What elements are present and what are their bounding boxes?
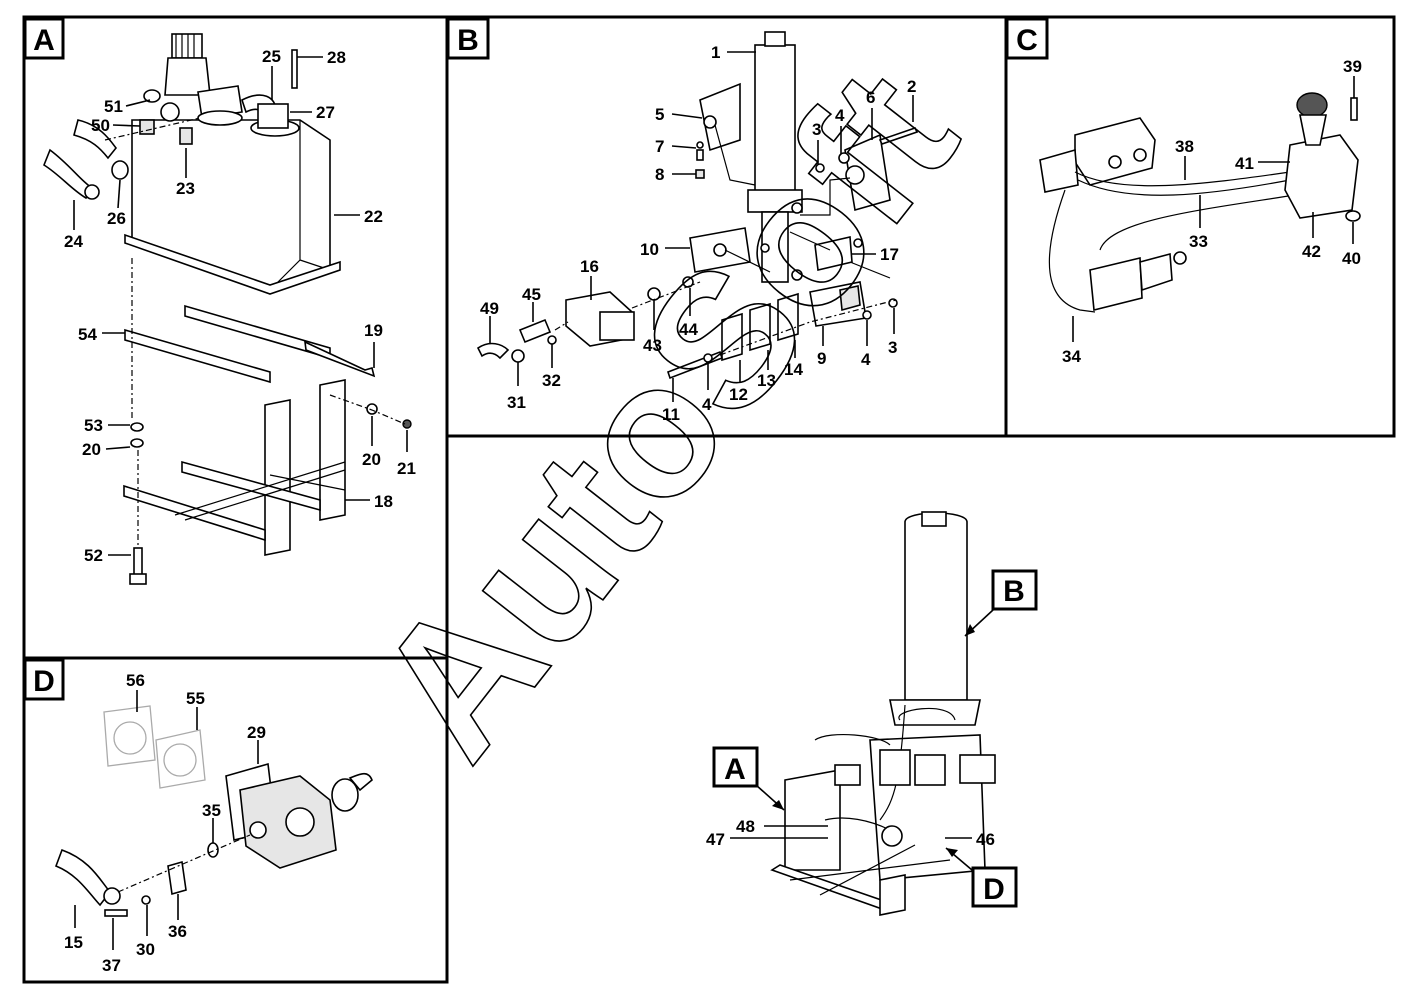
panel-d-callouts: 56 55 29 35 15 37 30 36 — [64, 671, 266, 975]
callout-41: 41 — [1235, 154, 1254, 173]
callout-3: 3 — [812, 120, 821, 139]
svg-text:C: C — [1016, 24, 1038, 57]
callout-10: 10 — [640, 240, 659, 259]
callout-9: 9 — [817, 349, 826, 368]
svg-text:B: B — [457, 24, 479, 57]
callout-6: 6 — [866, 88, 875, 107]
callout-36: 36 — [168, 922, 187, 941]
tank-cradle — [264, 399, 291, 556]
panel-c-label: C — [1005, 17, 1049, 60]
callout-26: 26 — [107, 209, 126, 228]
callout-54: 54 — [78, 325, 97, 344]
callout-38: 38 — [1175, 137, 1194, 156]
callout-50: 50 — [91, 116, 110, 135]
callout-23: 23 — [176, 179, 195, 198]
callout-16: 16 — [580, 257, 599, 276]
panel-b-callouts: 1 2 6 4 3 5 7 8 10 17 16 45 49 43 44 32 … — [480, 43, 916, 424]
callout-31: 31 — [507, 393, 526, 412]
callout-11: 11 — [662, 405, 680, 424]
callout-20: 20 — [82, 440, 101, 459]
filter-head — [197, 85, 243, 119]
callout-30: 30 — [136, 940, 155, 959]
panel-a-drawing — [43, 33, 412, 585]
callout-5: 5 — [655, 105, 664, 124]
panel-b-drawing — [476, 31, 919, 380]
callout-28: 28 — [327, 48, 346, 67]
callout-55: 55 — [186, 689, 205, 708]
callout-47: 47 — [706, 830, 725, 849]
callout-46: 46 — [976, 830, 995, 849]
hand-control-valve — [1284, 134, 1359, 219]
callout-53: 53 — [84, 416, 103, 435]
callout-4c: 4 — [861, 350, 871, 369]
callout-37: 37 — [102, 956, 121, 975]
panel-d-drawing — [54, 705, 373, 917]
callout-21: 21 — [397, 459, 416, 478]
panel-d-frame — [22, 656, 449, 984]
callout-24: 24 — [64, 232, 83, 251]
callout-33: 33 — [1189, 232, 1208, 251]
lift-cylinder — [754, 44, 796, 201]
overview-callout-a — [712, 746, 759, 788]
overview-callout-b — [991, 569, 1038, 611]
callout-2: 2 — [907, 77, 916, 96]
svg-text:A: A — [724, 753, 746, 786]
callout-18: 18 — [374, 492, 393, 511]
callout-43: 43 — [643, 336, 662, 355]
callout-1: 1 — [711, 43, 720, 62]
callout-32: 32 — [542, 371, 561, 390]
panel-c-frame — [1004, 15, 1396, 438]
callout-35: 35 — [202, 801, 221, 820]
callout-8: 8 — [655, 165, 664, 184]
svg-text:A: A — [33, 24, 55, 57]
callout-19: 19 — [364, 321, 383, 340]
callout-56: 56 — [126, 671, 145, 690]
callout-40: 40 — [1342, 249, 1361, 268]
overview-assembly — [770, 511, 996, 916]
callout-45: 45 — [522, 285, 541, 304]
panel-frames — [22, 15, 1396, 984]
svg-text:B: B — [1003, 575, 1025, 608]
callout-42: 42 — [1302, 242, 1321, 261]
callout-34: 34 — [1062, 347, 1081, 366]
callout-13: 13 — [757, 371, 776, 390]
panel-a-label: A — [23, 17, 65, 60]
callout-7: 7 — [655, 137, 664, 156]
panel-b-label: B — [446, 17, 490, 60]
panel-c-callouts: 39 38 41 33 42 40 34 — [1062, 57, 1362, 366]
svg-text:D: D — [33, 665, 55, 698]
callout-52: 52 — [84, 546, 103, 565]
panel-c-drawing — [1039, 92, 1361, 313]
callout-17: 17 — [880, 245, 899, 264]
callout-22: 22 — [364, 207, 383, 226]
overview-callouts: B A D 48 47 46 — [706, 569, 1038, 908]
callout-29: 29 — [247, 723, 266, 742]
panel-d-label: D — [23, 658, 65, 701]
callout-27: 27 — [316, 103, 335, 122]
callout-51: 51 — [104, 97, 123, 116]
overview-callout-d — [971, 866, 1018, 908]
callout-48: 48 — [736, 817, 755, 836]
support-plate — [124, 328, 271, 384]
overview-cylinder — [904, 512, 968, 701]
mount-bracket — [844, 133, 891, 212]
panel-a-callouts: 28 25 27 51 50 23 26 24 22 54 19 53 20 2… — [64, 47, 416, 565]
callout-44: 44 — [679, 320, 698, 339]
callout-4: 4 — [835, 106, 845, 125]
callout-12: 12 — [729, 385, 748, 404]
callout-14: 14 — [784, 360, 803, 379]
svg-text:D: D — [983, 873, 1005, 906]
watermark: AutoSoft — [335, 33, 996, 795]
callout-25: 25 — [262, 47, 281, 66]
callout-4b: 4 — [702, 395, 712, 414]
callout-3b: 3 — [888, 338, 897, 357]
callout-49: 49 — [480, 299, 499, 318]
callout-39: 39 — [1343, 57, 1362, 76]
callout-20b: 20 — [362, 450, 381, 469]
callout-15: 15 — [64, 933, 83, 952]
